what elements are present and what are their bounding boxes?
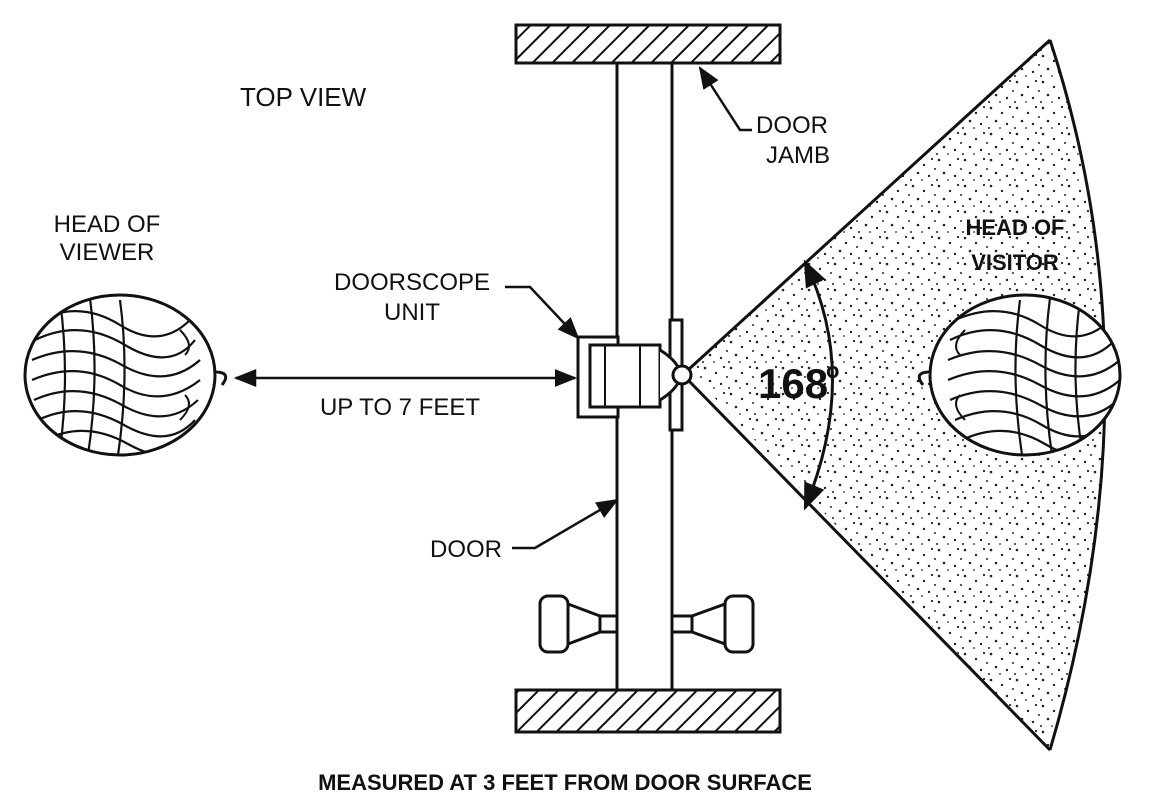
label-doorscope-unit-line1: DOORSCOPE <box>334 269 490 296</box>
label-door-jamb-line2: JAMB <box>766 142 830 169</box>
label-door: DOOR <box>430 536 502 563</box>
label-head-of-visitor-line2: VISITOR <box>971 250 1059 275</box>
label-distance: UP TO 7 FEET <box>320 394 480 421</box>
visitor-head-icon <box>917 293 1122 457</box>
doorscope-lens-icon <box>576 318 693 432</box>
door-jamb-top <box>514 23 782 65</box>
label-head-of-viewer-line2: VIEWER <box>60 239 155 266</box>
label-angle-value: 168 <box>758 360 828 407</box>
leader-doorscope-unit <box>505 285 580 340</box>
leader-door <box>512 498 619 550</box>
diagram-title: TOP VIEW <box>240 82 367 112</box>
angle-arc <box>803 259 834 511</box>
viewer-head-icon <box>23 293 228 457</box>
label-angle-unit: o <box>826 358 839 383</box>
door-knob-icon <box>538 594 755 654</box>
label-door-jamb-line1: DOOR <box>756 112 828 139</box>
label-head-of-viewer-line1: HEAD OF <box>54 211 161 238</box>
footer-caption: MEASURED AT 3 FEET FROM DOOR SURFACE <box>318 770 812 795</box>
leader-door-jamb <box>698 66 752 132</box>
door-jamb-bottom <box>514 688 782 734</box>
label-doorscope-unit-line2: UNIT <box>384 299 440 326</box>
label-head-of-visitor-line1: HEAD OF <box>966 215 1065 240</box>
field-of-view-wedge <box>686 38 1107 752</box>
